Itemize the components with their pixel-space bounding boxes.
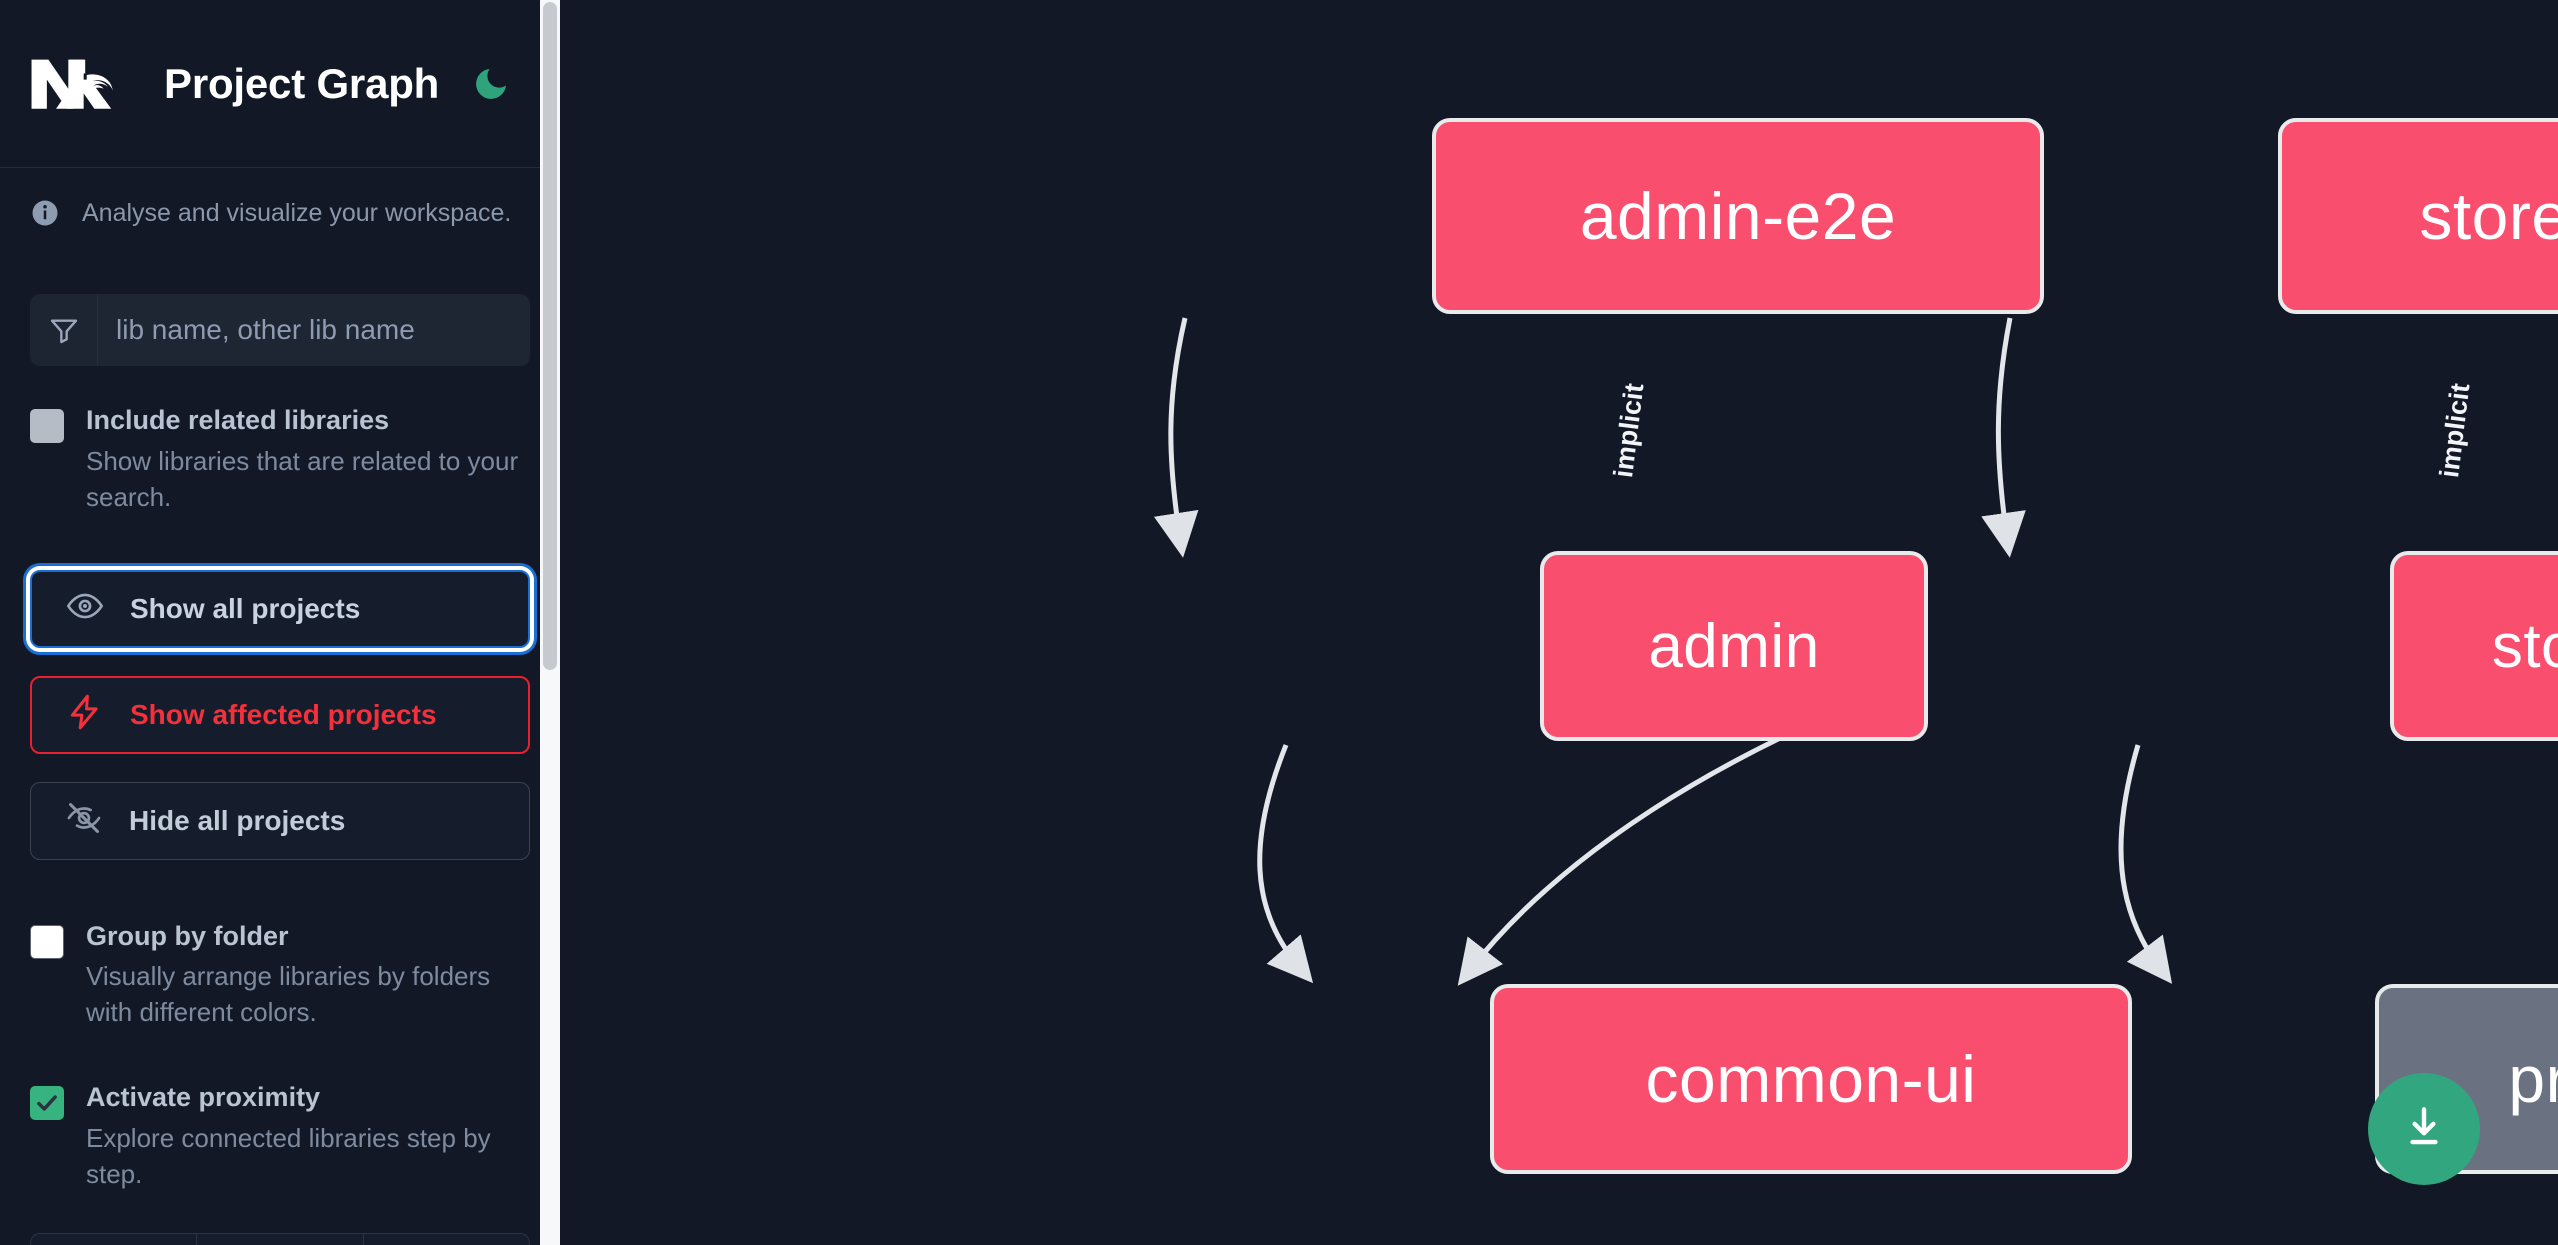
show-affected-projects-button[interactable]: Show affected projects: [30, 675, 530, 754]
graph-edges: [1153, 317, 2173, 986]
graph-node-label: admin-e2e: [1579, 179, 1897, 253]
lightning-bolt-icon: [66, 693, 104, 736]
graph-node-admin[interactable]: admin: [1540, 551, 1928, 741]
graph-node-common-ui[interactable]: common-ui: [1490, 984, 2132, 1174]
edge-admin-common-ui: [1257, 744, 1314, 984]
download-icon: [2399, 1102, 2449, 1157]
graph-node-store-e2e[interactable]: store-e2e: [2278, 118, 2558, 314]
tagline-text: Analyse and visualize your workspace.: [82, 198, 512, 227]
info-icon: [30, 198, 60, 228]
filter-funnel-icon: [30, 294, 98, 366]
checkbox-description: Visually arrange libraries by folders wi…: [86, 961, 491, 1028]
graph-canvas[interactable]: admin-e2e store-e2e admin store common-u…: [560, 0, 2558, 1245]
graph-node-label: products: [2508, 1042, 2558, 1116]
checkbox-box-checked[interactable]: [30, 1086, 64, 1120]
proximity-step-decrease[interactable]: [31, 1233, 198, 1245]
search-input[interactable]: [98, 294, 530, 366]
page-title: Project Graph: [164, 59, 440, 107]
checkbox-description: Explore connected libraries step by step…: [86, 1122, 491, 1189]
hide-all-projects-label: Hide all projects: [129, 804, 346, 836]
sidebar: Project Graph Analyse and visualize your…: [0, 0, 560, 1245]
download-image-button[interactable]: [2368, 1073, 2480, 1185]
edge-store-e2e-store: [1981, 317, 2026, 558]
graph-node-label: admin: [1648, 611, 1820, 681]
show-affected-projects-label: Show affected projects: [130, 698, 437, 730]
tagline: Analyse and visualize your workspace.: [30, 198, 530, 228]
checkbox-activate-proximity[interactable]: Activate proximity Explore connected lib…: [30, 1081, 530, 1193]
sidebar-body: Analyse and visualize your workspace. In…: [0, 198, 560, 1245]
checkbox-include-related[interactable]: Include related libraries Show libraries…: [30, 404, 530, 516]
nx-logo-icon: [30, 52, 122, 116]
checkbox-box[interactable]: [30, 924, 64, 959]
checkbox-group-by-folder[interactable]: Group by folder Visually arrange librari…: [30, 920, 530, 1032]
checkbox-label: Include related libraries: [86, 405, 390, 435]
graph-node-store[interactable]: store: [2390, 551, 2558, 741]
checkbox-box[interactable]: [30, 409, 64, 443]
checkbox-description: Show libraries that are related to your …: [86, 445, 519, 512]
show-all-projects-button[interactable]: Show all projects: [30, 569, 530, 648]
proximity-step-value[interactable]: [197, 1233, 364, 1245]
edge-store-products: [2118, 744, 2173, 984]
proximity-step-increase[interactable]: [364, 1234, 529, 1245]
sidebar-header: Project Graph: [0, 0, 560, 168]
moon-icon[interactable]: [469, 62, 513, 106]
display-options: Group by folder Visually arrange librari…: [30, 920, 530, 1245]
projects-button-group: Show all projects Show affected projects: [30, 569, 530, 860]
checkbox-label: Activate proximity: [86, 1082, 321, 1112]
checkbox-label: Group by folder: [86, 920, 289, 951]
edge-store-common-ui: [1457, 712, 1832, 986]
sidebar-scrollbar-thumb[interactable]: [543, 2, 557, 670]
search-box[interactable]: [30, 294, 530, 366]
graph-node-label: store: [2491, 611, 2558, 681]
graph-node-admin-e2e[interactable]: admin-e2e: [1432, 118, 2044, 314]
graph-node-label: store-e2e: [2419, 179, 2558, 253]
eye-icon: [66, 587, 104, 630]
graph-node-label: common-ui: [1645, 1042, 1977, 1116]
hide-all-projects-button[interactable]: Hide all projects: [30, 781, 530, 860]
show-all-projects-label: Show all projects: [130, 592, 361, 624]
edge-admin-e2e-admin: [1153, 317, 1199, 558]
proximity-stepper-group[interactable]: [30, 1232, 530, 1245]
sidebar-scrollbar[interactable]: [540, 0, 560, 1245]
eye-off-icon: [65, 799, 103, 842]
